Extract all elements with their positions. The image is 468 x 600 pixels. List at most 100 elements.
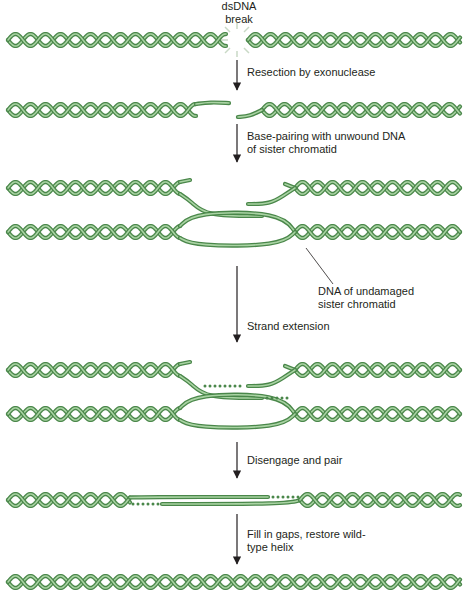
synthesis-dot bbox=[266, 397, 269, 400]
synthesis-dot bbox=[157, 503, 160, 506]
dna-strand bbox=[8, 494, 130, 506]
step-arrow bbox=[236, 124, 237, 162]
dna-strand bbox=[8, 104, 196, 116]
dna-strand bbox=[8, 408, 180, 420]
synthesis-dot bbox=[229, 385, 232, 388]
dna-strand-core bbox=[248, 34, 460, 46]
synthesis-dot bbox=[276, 397, 279, 400]
dna-strand bbox=[300, 494, 460, 506]
dna-strand bbox=[262, 104, 460, 116]
dna-strand-core bbox=[300, 494, 460, 506]
dna-strand bbox=[180, 395, 295, 414]
dna-strand-core bbox=[8, 576, 460, 588]
dna-strand bbox=[248, 34, 460, 46]
dna-strand bbox=[8, 226, 180, 238]
dna-strand-core bbox=[262, 104, 460, 116]
dna-strand bbox=[295, 226, 460, 238]
dna-strand-core bbox=[8, 226, 180, 238]
dna-strand-core bbox=[180, 232, 295, 246]
dna-strand-core bbox=[295, 182, 460, 194]
dna-strand bbox=[8, 364, 180, 376]
burst-ray bbox=[225, 27, 230, 32]
dna-strand bbox=[8, 364, 180, 376]
dna-strand bbox=[180, 232, 295, 246]
dna-strand bbox=[162, 500, 300, 504]
dna-strand-core bbox=[8, 408, 180, 420]
dna-strand bbox=[180, 414, 295, 428]
burst-ray bbox=[236, 51, 238, 57]
dna-strand bbox=[180, 213, 295, 232]
step-label: Fill in gaps, restore wild-type helix bbox=[247, 528, 372, 554]
dna-strand-core bbox=[8, 364, 180, 376]
dna-strand-core bbox=[295, 226, 460, 238]
synthesis-dot bbox=[271, 397, 274, 400]
dna-strand bbox=[295, 408, 460, 420]
step-arrows bbox=[236, 60, 237, 564]
dna-strand-core bbox=[180, 180, 190, 182]
step-label: DNA of undamaged sister chromatid bbox=[318, 285, 430, 311]
dna-strand-core bbox=[162, 500, 300, 504]
synthesis-dot bbox=[219, 385, 222, 388]
dna-strand-core bbox=[8, 104, 196, 116]
synthesis-dot bbox=[209, 385, 212, 388]
dna-strand-core bbox=[8, 494, 130, 506]
dna-strand-core bbox=[130, 496, 268, 498]
dna-strand-core bbox=[8, 408, 180, 420]
dna-strand-core bbox=[295, 364, 460, 376]
synthesis-dot bbox=[224, 385, 227, 388]
dna-strand bbox=[180, 362, 190, 364]
dna-strand-core bbox=[180, 213, 295, 232]
dna-strand-core bbox=[8, 494, 130, 506]
dna-strand bbox=[8, 104, 196, 116]
synthesis-dot bbox=[277, 496, 280, 499]
dna-strand-core bbox=[8, 182, 180, 194]
dna-strand-core bbox=[295, 408, 460, 420]
synthesis-dot bbox=[214, 385, 217, 388]
dna-strand bbox=[8, 226, 180, 238]
dna-strand-core bbox=[295, 226, 460, 238]
synthesis-dot bbox=[287, 496, 290, 499]
step-label: Resection by exonuclease bbox=[247, 66, 447, 79]
burst-ray bbox=[225, 48, 230, 53]
dna-strand-core bbox=[295, 182, 460, 194]
step-arrow bbox=[236, 514, 237, 564]
step-arrow bbox=[236, 266, 237, 342]
dna-strand bbox=[8, 576, 460, 588]
dna-strand-core bbox=[180, 414, 295, 428]
dna-strand bbox=[8, 182, 180, 194]
dna-strand bbox=[8, 494, 130, 506]
step-label: dsDNA break bbox=[219, 0, 259, 26]
dna-strand bbox=[300, 494, 460, 506]
dna-strand-core bbox=[300, 494, 460, 506]
leader-line bbox=[306, 248, 333, 284]
dna-strand bbox=[295, 364, 460, 376]
dna-strand bbox=[248, 370, 295, 386]
dna-strand-core bbox=[180, 362, 190, 364]
synthesis-dot bbox=[282, 496, 285, 499]
step-label: Strand extension bbox=[247, 320, 447, 333]
dna-strand-core bbox=[8, 576, 460, 588]
synthesis-dot bbox=[281, 397, 284, 400]
dna-strand-core bbox=[248, 188, 295, 204]
dna-strand bbox=[8, 576, 460, 588]
dna-strand bbox=[130, 495, 268, 500]
dna-strand bbox=[8, 408, 180, 420]
dna-strand bbox=[295, 408, 460, 420]
synthesis-dot bbox=[152, 503, 155, 506]
synthesis-dot bbox=[239, 385, 242, 388]
dna-strand-core bbox=[8, 226, 180, 238]
dna-strand bbox=[180, 180, 190, 182]
dna-strand bbox=[248, 34, 460, 46]
synthesis-dot bbox=[272, 496, 275, 499]
dna-strand-core bbox=[8, 34, 226, 46]
synthesis-dot bbox=[286, 397, 289, 400]
dna-strand bbox=[295, 226, 460, 238]
step-label: Base-pairing with unwound DNA of sister … bbox=[247, 130, 407, 156]
dna-strand bbox=[248, 188, 295, 204]
dna-strand-core bbox=[8, 104, 196, 116]
synthesis-dot bbox=[137, 503, 140, 506]
step-arrow bbox=[236, 60, 237, 90]
burst-ray bbox=[221, 39, 228, 41]
dna-strand bbox=[8, 182, 180, 194]
